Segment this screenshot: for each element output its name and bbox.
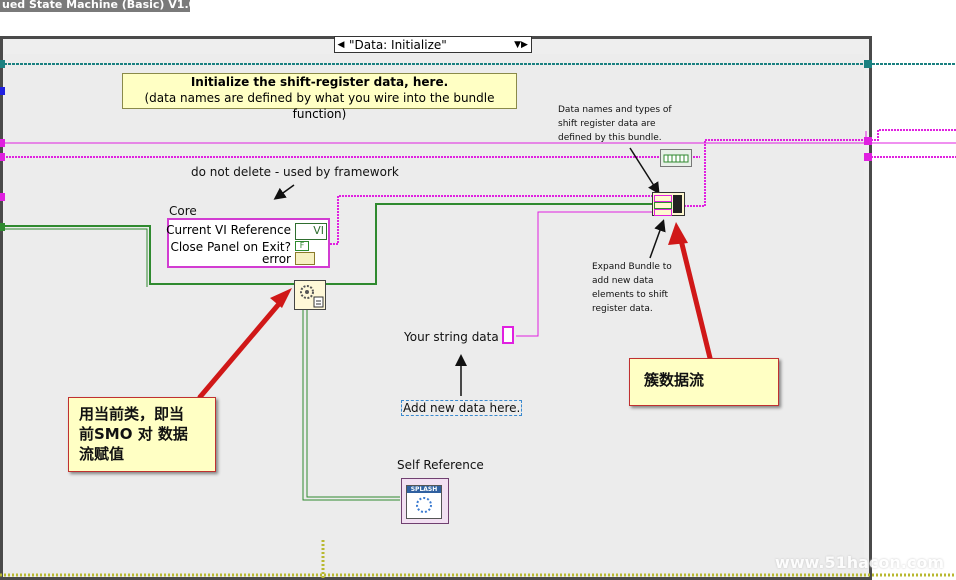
spinner-icon bbox=[416, 497, 432, 513]
vi-reference-icon: VI bbox=[295, 223, 327, 240]
green-wire-1 bbox=[0, 225, 294, 285]
boolean-constant-icon: F bbox=[295, 241, 309, 251]
gear-icon bbox=[300, 285, 324, 308]
case-selector[interactable]: ◀ "Data: Initialize" ▼▶ bbox=[334, 36, 532, 53]
core-label: Core bbox=[169, 204, 197, 218]
string-wire bbox=[516, 211, 652, 337]
self-reference-label: Self Reference bbox=[397, 458, 484, 472]
selector-right-arrow[interactable]: ▼▶ bbox=[514, 39, 528, 50]
do-not-delete-label: do not delete - used by framework bbox=[191, 165, 399, 179]
green-wire-2 bbox=[326, 203, 652, 285]
splash-text: SPLASH bbox=[407, 486, 441, 493]
watermark: www.51hacon.com bbox=[775, 553, 944, 572]
bundle-node-icon[interactable] bbox=[652, 192, 685, 216]
cluster-row-close-panel: Close Panel on Exit? bbox=[170, 240, 291, 254]
bundle-note-top: Data names and types of shift register d… bbox=[558, 105, 672, 143]
self-reference-icon[interactable]: SPLASH bbox=[401, 478, 449, 524]
case-selector-value: "Data: Initialize" bbox=[349, 37, 447, 52]
your-string-data-label: Your string data bbox=[404, 330, 499, 344]
type-definition-icon bbox=[660, 149, 692, 167]
error-cluster-icon bbox=[295, 252, 315, 265]
window-title: ued State Machine (Basic) V1.0 bbox=[0, 0, 190, 12]
header-note: Initialize the shift-register data, here… bbox=[122, 73, 517, 121]
bundle-note-bottom: Expand Bundle to add new data elements t… bbox=[592, 262, 672, 314]
annotation-class-reference: 用当前类，即当 前SMO 对 数据 流赋值 bbox=[68, 397, 216, 472]
this-object-node-icon[interactable] bbox=[294, 280, 326, 310]
cluster-row-error: error bbox=[261, 252, 291, 266]
header-note-line2: (data names are defined by what you wire… bbox=[144, 91, 495, 121]
annotation-cluster-dataflow: 簇数据流 bbox=[629, 358, 779, 406]
cluster-row-vi-ref: Current VI Reference bbox=[166, 223, 291, 237]
header-note-line1: Initialize the shift-register data, here… bbox=[190, 75, 449, 89]
green-wire-3 bbox=[302, 310, 400, 501]
add-new-data-label: Add new data here. bbox=[401, 400, 523, 416]
string-constant[interactable] bbox=[502, 326, 514, 344]
core-cluster-constant[interactable]: Current VI Reference Close Panel on Exit… bbox=[166, 218, 330, 268]
cluster-wire bbox=[330, 195, 652, 245]
selector-left-arrow[interactable]: ◀ bbox=[337, 39, 345, 50]
bundle-output-wire bbox=[684, 139, 868, 207]
